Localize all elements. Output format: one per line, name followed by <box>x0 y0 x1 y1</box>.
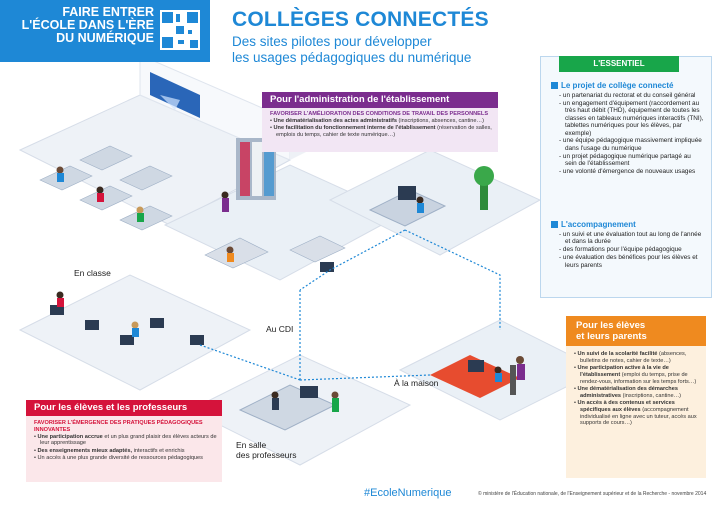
list-item: • Un accès à une plus grande diversité d… <box>34 454 203 461</box>
header-banner: FAIRE ENTRER L'ÉCOLE DANS L'ÈRE DU NUMÉR… <box>0 0 210 62</box>
list-item: - une volonté d'émergence de nouveaux us… <box>559 168 696 176</box>
list-item: - une équipe pédagogique massivement imp… <box>559 137 702 152</box>
essentiel-section-accompagnement-list: - un suivi et une évaluation tout au lon… <box>559 231 704 270</box>
list-item: • Une dématérialisation des démarches ad… <box>574 385 682 399</box>
list-item: • Une facilitation du fonctionnement int… <box>270 125 492 138</box>
page-subtitle: Des sites pilotes pour développer les us… <box>232 34 472 65</box>
list-item: • Une participation active à la vie de l… <box>574 365 697 385</box>
scene-label-maison: À la maison <box>394 378 439 388</box>
scene-label-classe: En classe <box>74 268 111 278</box>
hashtag[interactable]: #EcoleNumerique <box>364 487 452 499</box>
banner-title: FAIRE ENTRER L'ÉCOLE DANS L'ÈRE DU NUMÉR… <box>21 5 154 45</box>
list-item: - un projet pédagogique numérique partag… <box>559 152 691 168</box>
square-bullet-icon <box>551 82 558 89</box>
list-item: • Une participation accrue et un plus gr… <box>34 433 217 447</box>
eleves-parents-box: Pour les élèves et leurs parents • Un su… <box>566 316 706 478</box>
admin-box-title: Pour l'administration de l'établissement <box>262 92 498 108</box>
eleves-professeurs-box: Pour les élèves et les professeurs FAVOR… <box>26 400 222 482</box>
list-item: • Un suivi de la scolarité facilité (abs… <box>574 351 687 364</box>
list-item: - un engagement d'équipement (raccordeme… <box>559 99 704 137</box>
eleves-box-subheading: FAVORISER L'ÉMERGENCE DES PRATIQUES PÉDA… <box>34 420 203 433</box>
essentiel-section-accompagnement-heading: L'accompagnement <box>551 220 636 229</box>
eleves-box-content: FAVORISER L'ÉMERGENCE DES PRATIQUES PÉDA… <box>34 420 220 462</box>
scene-label-salle-professeurs: En salle des professeurs <box>236 440 297 460</box>
list-item: - un suivi et une évaluation tout au lon… <box>559 231 702 246</box>
eleves-box-title: Pour les élèves et les professeurs <box>26 400 222 416</box>
parents-box-content: • Un suivi de la scolarité facilité (abs… <box>574 351 702 428</box>
parents-box-title: Pour les élèves et leurs parents <box>566 316 706 346</box>
copyright: © ministère de l'Éducation nationale, de… <box>478 491 707 497</box>
qr-code-icon[interactable] <box>160 10 200 50</box>
admin-box-subheading: FAVORISER L'AMÉLIORATION DES CONDITIONS … <box>270 111 489 117</box>
list-item: • Des enseignements mieux adaptés, inter… <box>34 447 185 454</box>
list-item: - une évaluation des bénéfices pour les … <box>559 254 698 269</box>
admin-box: Pour l'administration de l'établissement… <box>262 92 498 152</box>
admin-box-content: FAVORISER L'AMÉLIORATION DES CONDITIONS … <box>270 111 495 139</box>
essentiel-section-projet-list: - un partenariat du rectorat et du conse… <box>559 92 704 176</box>
essentiel-panel: L'ESSENTIEL Le projet de collège connect… <box>540 56 712 298</box>
page-title: COLLÈGES CONNECTÉS <box>232 8 489 31</box>
list-item: • Une dématérialisation des actes admini… <box>270 117 484 124</box>
scene-label-cdi: Au CDI <box>266 324 294 334</box>
square-bullet-icon <box>551 221 558 228</box>
list-item: • Un accès à des contenus et services sp… <box>574 400 697 427</box>
essentiel-label: L'ESSENTIEL <box>559 56 679 72</box>
essentiel-section-projet-heading: Le projet de collège connecté <box>551 81 673 90</box>
list-item: - un partenariat du rectorat et du conse… <box>559 92 696 99</box>
list-item: - des formations pour l'équipe pédagogiq… <box>559 246 682 254</box>
